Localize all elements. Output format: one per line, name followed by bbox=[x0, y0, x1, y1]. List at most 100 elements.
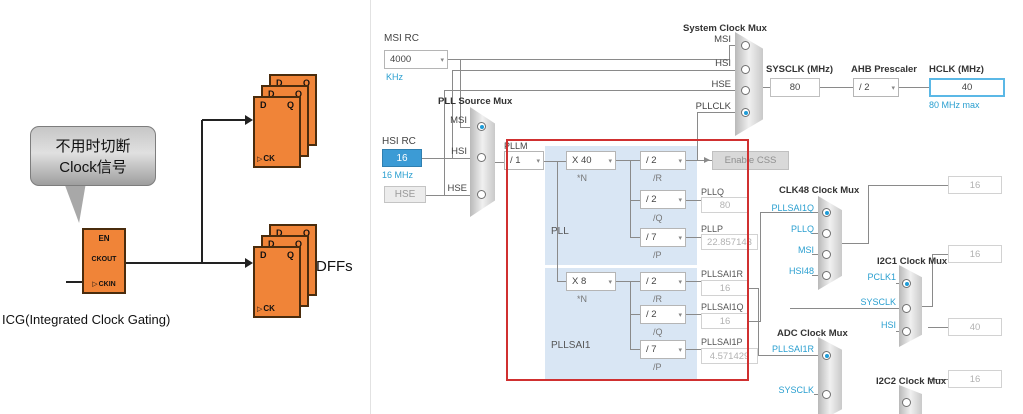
pllsai1r-out-value: 16 bbox=[719, 282, 731, 294]
dffs-label: DFFs bbox=[316, 258, 353, 275]
adc-radio-pllsai1r[interactable] bbox=[822, 351, 831, 360]
hclk-value: 40 bbox=[961, 82, 973, 93]
pll-r-label: /R bbox=[653, 173, 662, 183]
sys-mux-radio-hse[interactable] bbox=[741, 86, 750, 95]
pllsai1-r-dropdown[interactable]: / 2▾ bbox=[640, 272, 686, 291]
clk48-radio-hsi48[interactable] bbox=[822, 271, 831, 280]
icg-ckin-row: ▷CKIN bbox=[84, 280, 124, 289]
dff-q-label: Q bbox=[302, 78, 310, 88]
pllsai1-q-dropdown[interactable]: / 2 ▾ bbox=[640, 305, 686, 324]
wire bbox=[758, 288, 759, 356]
pllm-dropdown[interactable]: / 1▾ bbox=[504, 151, 544, 170]
hsi-rc-label: HSI RC bbox=[382, 136, 416, 147]
speech-bubble-tail bbox=[64, 183, 86, 223]
pll-q-dropdown[interactable]: / 2▾ bbox=[640, 190, 686, 209]
i2c1-radio-sysclk[interactable] bbox=[902, 304, 911, 313]
clk48-option-msi: MSI bbox=[797, 245, 814, 255]
chevron-down-icon: ▾ bbox=[678, 311, 682, 319]
pll-title: PLL bbox=[551, 226, 569, 237]
pll-n-dropdown[interactable]: X 40▾ bbox=[566, 151, 616, 170]
pllsai1-n-dropdown[interactable]: X 8▾ bbox=[566, 272, 616, 291]
adc-mux-title: ADC Clock Mux bbox=[777, 328, 848, 339]
clk48-radio-pllsai1q[interactable] bbox=[822, 208, 831, 217]
hse-box: HSE bbox=[384, 186, 426, 203]
pllsai1q-out-label: PLLSAI1Q bbox=[701, 302, 744, 312]
chevron-down-icon: ▾ bbox=[678, 196, 682, 204]
dff-q-label: Q bbox=[286, 250, 294, 260]
wire bbox=[544, 161, 567, 162]
icg-ckout-label: CKOUT bbox=[91, 256, 117, 263]
wire bbox=[697, 112, 698, 161]
pll-source-mux-title: PLL Source Mux bbox=[438, 96, 513, 107]
wire bbox=[697, 112, 736, 113]
hsi-rc-value-box: 16 bbox=[382, 149, 422, 167]
clk48-mux-title: CLK48 Clock Mux bbox=[779, 185, 860, 196]
hclk-value-box[interactable]: 40 bbox=[929, 78, 1005, 97]
i2c2-radio-pclk1[interactable] bbox=[902, 398, 911, 407]
i2c1-output-box: 16 bbox=[948, 245, 1002, 263]
wire bbox=[842, 243, 869, 244]
clk48-radio-pllq[interactable] bbox=[822, 229, 831, 238]
wire bbox=[630, 349, 641, 350]
clk48-radio-msi[interactable] bbox=[822, 250, 831, 259]
wire bbox=[760, 212, 761, 322]
dff-q-label: Q bbox=[294, 239, 302, 249]
wire bbox=[452, 70, 453, 159]
dff-q-label: Q bbox=[294, 89, 302, 99]
pll-p-dropdown[interactable]: / 7▾ bbox=[640, 228, 686, 247]
sys-mux-radio-pllclk[interactable] bbox=[741, 108, 750, 117]
i2c2-output-box: 16 bbox=[948, 370, 1002, 388]
panel-divider bbox=[370, 0, 371, 414]
dff-block: D Q ▷CK bbox=[253, 96, 301, 168]
wire bbox=[616, 160, 641, 161]
pll-n-label: *N bbox=[577, 173, 588, 183]
wire bbox=[922, 306, 933, 307]
ahb-prescaler-dropdown[interactable]: / 2▾ bbox=[853, 78, 899, 97]
sys-mux-option-hse: HSE bbox=[711, 79, 731, 90]
wire bbox=[66, 281, 82, 283]
pllq-out-box: 80 bbox=[701, 197, 749, 213]
enable-css-label: Enable CSS bbox=[724, 155, 777, 166]
adc-radio-sysclk[interactable] bbox=[822, 390, 831, 399]
wire bbox=[686, 160, 698, 161]
pll-r-dropdown[interactable]: / 2▾ bbox=[640, 151, 686, 170]
adc-option-pllsai1r: PLLSAI1R bbox=[771, 344, 814, 354]
pll-source-option-hsi: HSI bbox=[451, 146, 467, 157]
sys-mux-radio-msi[interactable] bbox=[741, 41, 750, 50]
pllm-label: PLLM bbox=[504, 141, 528, 151]
wire bbox=[930, 379, 948, 380]
wire bbox=[630, 200, 641, 201]
sys-mux-option-pllclk: PLLCLK bbox=[695, 101, 731, 112]
clock-wedge-icon: ▷ bbox=[257, 155, 263, 163]
wire bbox=[426, 195, 472, 196]
pllsai1-title: PLLSAI1 bbox=[551, 340, 591, 351]
wire bbox=[557, 161, 558, 282]
sys-mux-radio-hsi[interactable] bbox=[741, 65, 750, 74]
pllsai1-n-label: *N bbox=[577, 294, 588, 304]
chevron-down-icon: ▾ bbox=[678, 278, 682, 286]
pll-source-radio-hsi[interactable] bbox=[477, 153, 486, 162]
system-clock-mux-title: System Clock Mux bbox=[683, 23, 767, 34]
i2c1-radio-hsi[interactable] bbox=[902, 327, 911, 336]
sys-mux-option-hsi: HSI bbox=[715, 58, 731, 69]
wire bbox=[868, 185, 948, 186]
pll-source-radio-msi[interactable] bbox=[477, 122, 486, 131]
pllsai1-q-value: / 2 bbox=[646, 309, 657, 320]
i2c1-option-sysclk: SYSCLK bbox=[860, 297, 896, 307]
wire bbox=[820, 87, 854, 88]
chevron-down-icon: ▾ bbox=[608, 278, 612, 286]
i2c2-output-value: 16 bbox=[969, 373, 981, 385]
msi-frequency-value: 4000 bbox=[390, 54, 412, 65]
i2c1-radio-pclk1[interactable] bbox=[902, 279, 911, 288]
dff-d-label: D bbox=[276, 78, 283, 88]
i2c1-mux-title: I2C1 Clock Mux bbox=[877, 256, 948, 267]
enable-css-button[interactable]: Enable CSS bbox=[712, 151, 789, 170]
wire bbox=[749, 288, 759, 289]
msi-frequency-dropdown[interactable]: 4000▾ bbox=[384, 50, 448, 69]
pllsai1-p-dropdown[interactable]: / 7▾ bbox=[640, 340, 686, 359]
pllp-out-box: 22.857143 bbox=[701, 234, 758, 250]
pll-source-radio-hse[interactable] bbox=[477, 190, 486, 199]
sysclk-value: 80 bbox=[789, 82, 801, 93]
dff-ck-row: ▷CK bbox=[257, 304, 275, 313]
msi-rc-label: MSI RC bbox=[384, 33, 419, 44]
